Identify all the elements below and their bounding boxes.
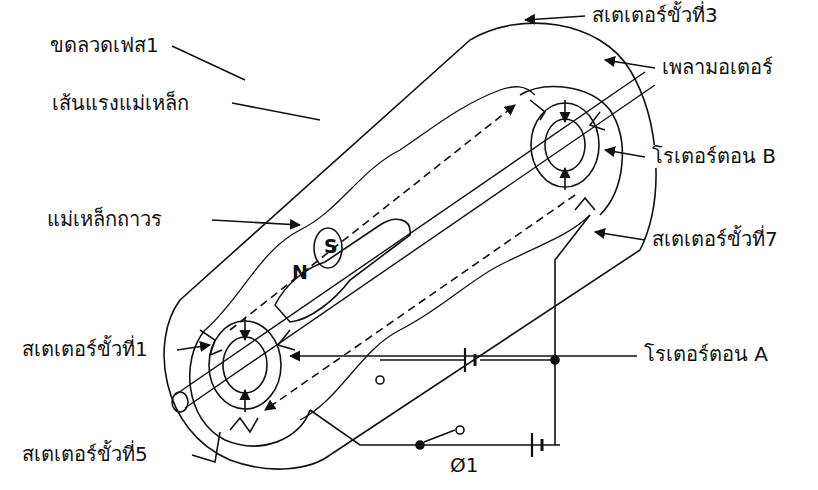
stator-pole-label: สเตเตอร์ขั้วที่7 — [650, 228, 780, 251]
pole-letter: N — [290, 262, 310, 284]
magnet-label: แม่เหล็กถาวร — [45, 208, 164, 231]
flux-label: เส้นแรงแม่เหล็ก — [50, 92, 191, 115]
coil-label: ขดลวดเฟส1 — [48, 34, 161, 57]
pole-letter: S — [322, 236, 340, 258]
stator-pole-label: สเตเตอร์ขั้วที่5 — [20, 443, 150, 466]
rotor-label: โรเตอร์ตอน B — [650, 145, 778, 168]
phase-label: Ø1 — [448, 454, 480, 477]
stator-pole-label: สเตเตอร์ขั้วที่1 — [20, 338, 150, 361]
rotor-label: โรเตอร์ตอน A — [642, 343, 770, 366]
stator-pole-label: สเตเตอร์ขั้วที่3 — [590, 4, 720, 27]
shaft-label: เพลามอเตอร์ — [660, 56, 775, 79]
